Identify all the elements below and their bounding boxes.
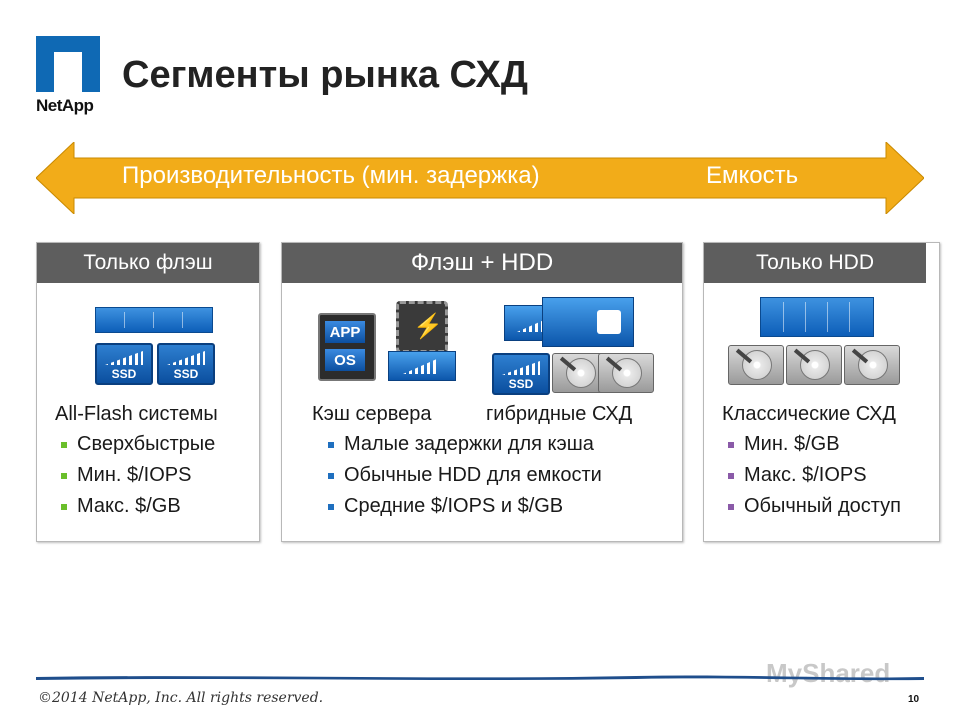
feature-list: Мин. $/GB Макс. $/IOPS Обычный доступ (728, 429, 901, 522)
panel-flash-hdd: Флэш + HDD APP OS ⚡ SSD Кэш сервера гибр… (281, 242, 683, 542)
segment-subhead-hybrid: гибридные СХД (486, 403, 633, 425)
panel-header: Флэш + HDD (282, 243, 682, 283)
arrow-label-capacity: Емкость (706, 162, 799, 189)
server-app-os-icon: APP OS (318, 313, 376, 381)
bullet-icon (728, 503, 734, 510)
list-item: Средние $/IOPS и $/GB (328, 491, 602, 522)
panel-hdd-only: Только HDD Классические СХД Мин. $/GB Ма… (703, 242, 940, 542)
logo-text: NetApp (36, 96, 94, 115)
panel-flash-only: Только флэш SSD SSD All-Flash системы Св… (36, 242, 260, 542)
footer-brush-line (36, 675, 924, 681)
netapp-logo: NetApp (36, 36, 104, 118)
flash-cache-card-icon (388, 351, 456, 381)
list-item: Макс. $/IOPS (728, 460, 901, 491)
list-item: Обычный доступ (728, 491, 901, 522)
list-item: Мин. $/GB (728, 429, 901, 460)
hdd-icon (598, 353, 654, 393)
bullet-icon (328, 472, 334, 479)
list-item: Макс. $/GB (61, 491, 215, 522)
arrow-label-performance: Производительность (мин. задержка) (122, 162, 540, 189)
page-number: 10 (908, 694, 920, 705)
hdd-icon (728, 345, 784, 385)
bullet-icon (328, 503, 334, 510)
list-item: Обычные HDD для емкости (328, 460, 602, 491)
segment-subhead: Классические СХД (722, 403, 896, 425)
ssd-icon: SSD (157, 343, 215, 385)
bullet-icon (61, 503, 67, 510)
all-flash-array-icon (95, 307, 213, 333)
bullet-icon (61, 472, 67, 479)
panel-header: Только HDD (704, 243, 926, 283)
feature-list: Сверхбыстрые Мин. $/IOPS Макс. $/GB (61, 429, 215, 522)
netapp-logo-mark-icon (36, 36, 100, 92)
double-arrow-icon (36, 142, 924, 214)
processor-chip-icon: ⚡ (396, 301, 448, 353)
flash-controller-card-icon (542, 297, 634, 347)
segment-subhead: All-Flash системы (55, 403, 218, 425)
list-item: Мин. $/IOPS (61, 460, 215, 491)
page-title: Сегменты рынка СХД (122, 54, 528, 96)
panel-header: Только флэш (37, 243, 259, 283)
disk-array-icon (760, 297, 874, 337)
feature-list: Малые задержки для кэша Обычные HDD для … (328, 429, 602, 522)
bullet-icon (728, 472, 734, 479)
list-item: Малые задержки для кэша (328, 429, 602, 460)
bullet-icon (728, 441, 734, 448)
bullet-icon (61, 441, 67, 448)
bullet-icon (328, 441, 334, 448)
watermark: MyShared (766, 658, 891, 688)
segment-subhead-server-cache: Кэш сервера (312, 403, 432, 425)
hdd-icon (844, 345, 900, 385)
ssd-icon: SSD (492, 353, 550, 395)
hdd-icon (786, 345, 842, 385)
ssd-icon: SSD (95, 343, 153, 385)
list-item: Сверхбыстрые (61, 429, 215, 460)
copyright-text: ©2014 NetApp, Inc. All rights reserved. (38, 690, 324, 706)
